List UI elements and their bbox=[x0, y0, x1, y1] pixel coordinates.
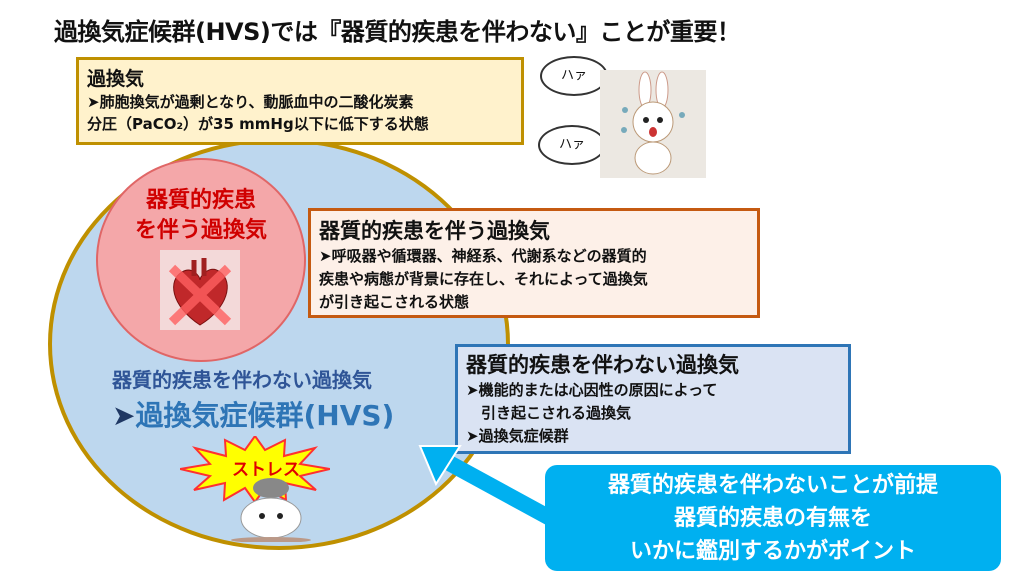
crossed-heart-icon bbox=[160, 250, 240, 330]
box-line: 引き起こされる過換気 bbox=[466, 404, 632, 422]
box-line: ➤肺胞換気が過剰となり、動脈血中の二酸化炭素 bbox=[87, 93, 414, 111]
callout-line: いかに鑑別するかがポイント bbox=[629, 539, 916, 564]
speech-bubble: ハァ bbox=[540, 56, 608, 96]
key-point-callout: 器質的疾患を伴わないことが前提 器質的疾患の有無を いかに鑑別するかがポイント bbox=[545, 465, 1001, 571]
callout-line: 器質的疾患を伴わないことが前提 bbox=[607, 473, 938, 498]
hvs-text: 過換気症候群(HVS) bbox=[135, 399, 395, 432]
label-line: 器質的疾患 bbox=[145, 188, 256, 213]
box-line: が引き起こされる状態 bbox=[319, 293, 470, 311]
box-heading: 過換気 bbox=[87, 68, 145, 90]
speech-bubble: ハァ bbox=[538, 125, 606, 165]
hvs-label: ➤過換気症候群(HVS) bbox=[112, 394, 394, 434]
stress-label: ストレス bbox=[232, 460, 300, 480]
callout-line: 器質的疾患の有無を bbox=[673, 506, 872, 531]
slide-title: 過換気症候群(HVS)では『器質的疾患を伴わない』ことが重要！ bbox=[54, 18, 741, 46]
label-line: を伴う過換気 bbox=[134, 218, 267, 243]
organic-hyperventilation-box: 器質的疾患を伴う過換気 ➤呼吸器や循環器、神経系、代謝系などの器質的 疾患や病態… bbox=[308, 208, 760, 318]
box-line: ➤機能的または心因性の原因によって bbox=[466, 381, 718, 399]
box-line: ➤過換気症候群 bbox=[466, 427, 569, 445]
stress-burst-icon bbox=[180, 436, 330, 502]
arrow-marker: ➤ bbox=[112, 399, 136, 432]
stressed-rabbit-illustration bbox=[231, 478, 311, 542]
hyperventilation-definition-box: 過換気 ➤肺胞換気が過剰となり、動脈血中の二酸化炭素 分圧（PaCO₂）が35 … bbox=[76, 57, 524, 145]
organic-disease-circle-label: 器質的疾患 を伴う過換気 bbox=[96, 186, 306, 246]
box-line: ➤呼吸器や循環器、神経系、代謝系などの器質的 bbox=[319, 247, 647, 265]
panting-rabbit-illustration bbox=[600, 70, 706, 178]
non-organic-hyperventilation-box: 器質的疾患を伴わない過換気 ➤機能的または心因性の原因によって 引き起こされる過… bbox=[455, 344, 851, 454]
box-heading: 器質的疾患を伴わない過換気 bbox=[466, 353, 739, 377]
callout-arrow bbox=[418, 445, 554, 526]
box-line: 疾患や病態が背景に存在し、それによって過換気 bbox=[319, 270, 648, 288]
box-heading: 器質的疾患を伴う過換気 bbox=[319, 219, 550, 243]
non-organic-label: 器質的疾患を伴わない過換気 bbox=[112, 368, 372, 392]
box-line: 分圧（PaCO₂）が35 mmHg以下に低下する状態 bbox=[87, 115, 429, 133]
